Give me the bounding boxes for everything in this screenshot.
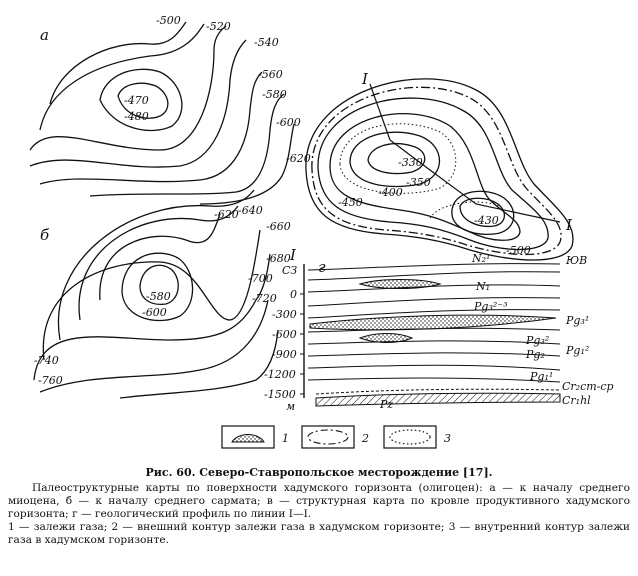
contour-label: -520 [206, 20, 231, 33]
contour-label: -580 [262, 88, 287, 101]
contour-label: -740 [34, 354, 59, 367]
layer-label: Pg₂ [525, 348, 545, 361]
panel-a-contours [29, 21, 295, 205]
legend-number: 2 [361, 432, 369, 445]
panel-b-letter: б [40, 226, 50, 244]
contour-label: -430 [474, 214, 499, 227]
legend-item-gas-deposit: 1 [221, 425, 289, 449]
contour-label: -540 [254, 36, 279, 49]
panel-v-contours [305, 78, 574, 261]
depth-tick-label: 0 [290, 288, 297, 301]
direction-left: СЗ [282, 264, 297, 277]
caption-description: Палеоструктурные карты по поверхности ха… [8, 482, 630, 520]
figure-canvas: а -500 -520 -540 -560 -580 -600 -620 -47… [29, 14, 614, 449]
depth-tick-label: -1200 [264, 368, 296, 381]
profile-layers [307, 263, 561, 407]
contour-label: -450 [338, 196, 363, 209]
panel-b: б -620 -640 -660 -680 -700 -720 -580 -60… [33, 189, 291, 399]
caption-title: Рис. 60. Северо-Ставропольское месторожд… [145, 466, 493, 479]
direction-right: ЮВ [565, 254, 587, 267]
contour-label: -660 [266, 220, 291, 233]
layer-label: Pg₃¹ [565, 314, 589, 327]
contour-label: -580 [146, 290, 171, 303]
figure-caption: Рис. 60. Северо-Ставропольское месторожд… [8, 466, 630, 547]
legend-item-inner-contour: 3 [383, 425, 451, 449]
panel-g: I СЗ г ЮВ 0 -300 -600 -900 -1200 -1500 м [264, 246, 614, 413]
caption-legend-text: 1 — залежи газа; 2 — внешний контур зале… [8, 521, 630, 546]
contour-label: -480 [124, 110, 149, 123]
layer-label: Pg₃² [525, 334, 549, 347]
contour-label: -600 [276, 116, 301, 129]
contour-label: -600 [142, 306, 167, 319]
depth-tick-label: -300 [272, 308, 297, 321]
layer-label: Pg₁² [565, 344, 589, 357]
legend: 1 2 3 [221, 425, 451, 449]
panel-g-letter: г [318, 258, 326, 276]
legend-number: 3 [444, 432, 451, 445]
panel-a: а -500 -520 -540 -560 -580 -600 -620 -47… [29, 14, 311, 205]
section-line-label-end: I [565, 216, 573, 234]
contour-label: -500 [156, 14, 181, 27]
layer-label: Cr₂cm-cp [562, 380, 614, 393]
contour-label: -760 [38, 374, 63, 387]
contour-label: -700 [248, 272, 273, 285]
contour-label: -470 [124, 94, 149, 107]
section-line-label-start: I [361, 70, 369, 88]
legend-item-outer-contour: 2 [301, 425, 369, 449]
contour-label: -720 [252, 292, 277, 305]
contour-label: -620 [286, 152, 311, 165]
layer-label: N₂¹ [471, 252, 490, 265]
layer-label: Pg₁¹ [529, 370, 553, 383]
depth-tick-label: -900 [272, 348, 297, 361]
panel-b-contours [33, 189, 279, 399]
panel-v: I I -330 -350 -400 -450 -430 -500 [305, 70, 574, 261]
depth-unit: м [286, 400, 295, 413]
profile-line-label: I [289, 246, 297, 264]
contour-label: -500 [506, 244, 531, 257]
depth-ticks [300, 293, 304, 395]
contour-label: -560 [258, 68, 283, 81]
layer-label: Pz [379, 398, 393, 411]
legend-number: 1 [282, 432, 289, 445]
contour-label: -350 [406, 176, 431, 189]
layer-label: N₁ [475, 280, 490, 293]
depth-tick-label: -1500 [264, 388, 296, 401]
contour-label: -330 [398, 156, 423, 169]
layer-label: Cr₁hl [562, 394, 591, 407]
contour-label: -640 [238, 204, 263, 217]
contour-label: -620 [214, 208, 239, 221]
panel-a-letter: а [40, 26, 49, 44]
depth-tick-label: -600 [272, 328, 297, 341]
layer-label: Pg₃²⁻³ [473, 300, 507, 313]
contour-label: -680 [266, 252, 291, 265]
contour-label: -400 [378, 186, 403, 199]
